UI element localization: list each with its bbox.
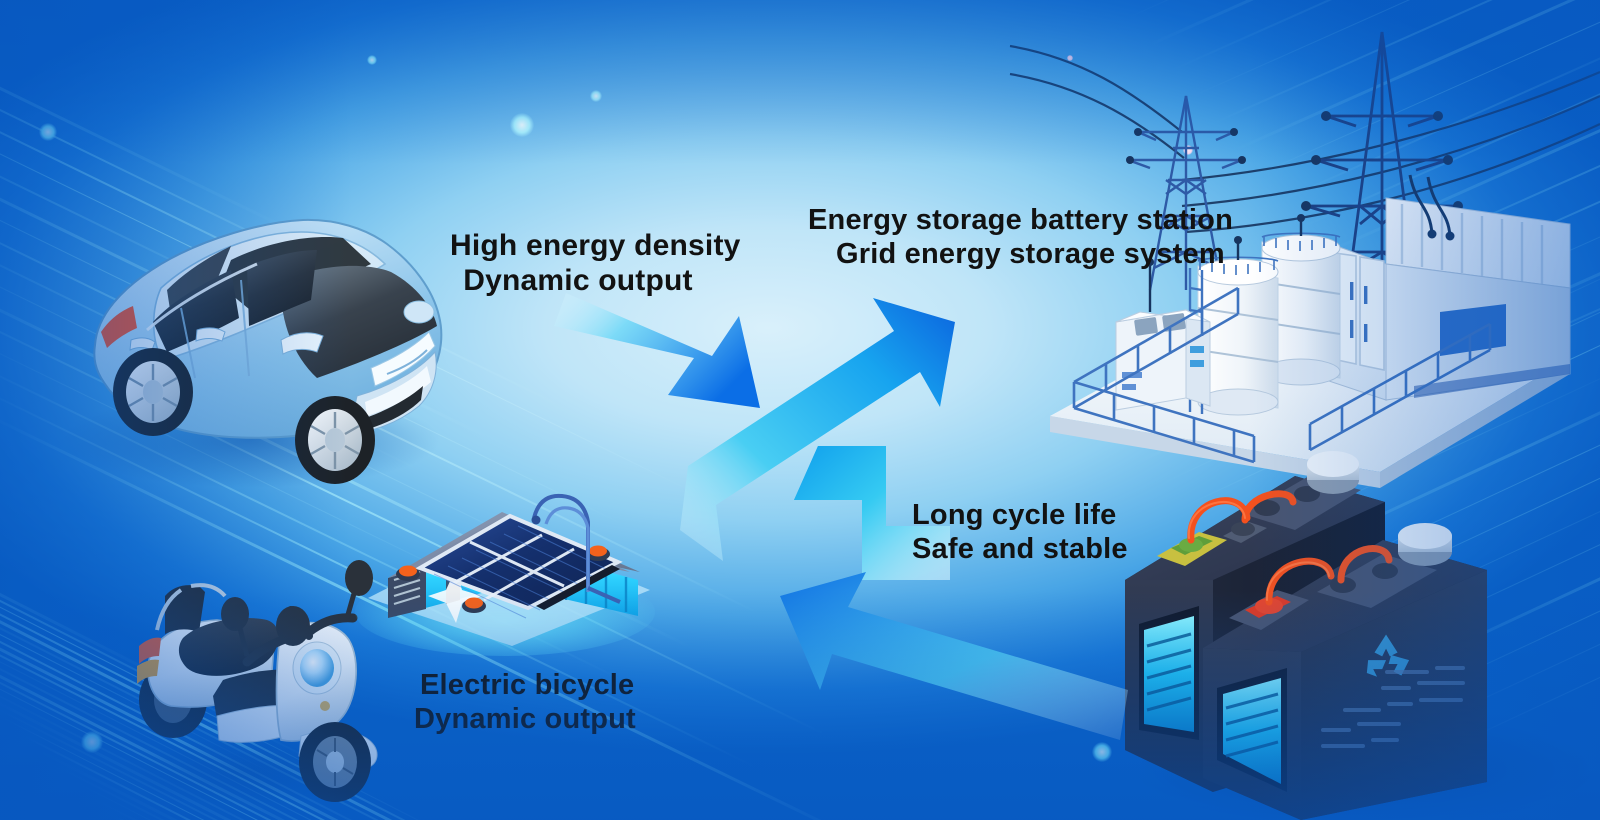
- background-vignette: [0, 0, 1600, 820]
- infographic-canvas: High energy density Dynamic output Energ…: [0, 0, 1600, 820]
